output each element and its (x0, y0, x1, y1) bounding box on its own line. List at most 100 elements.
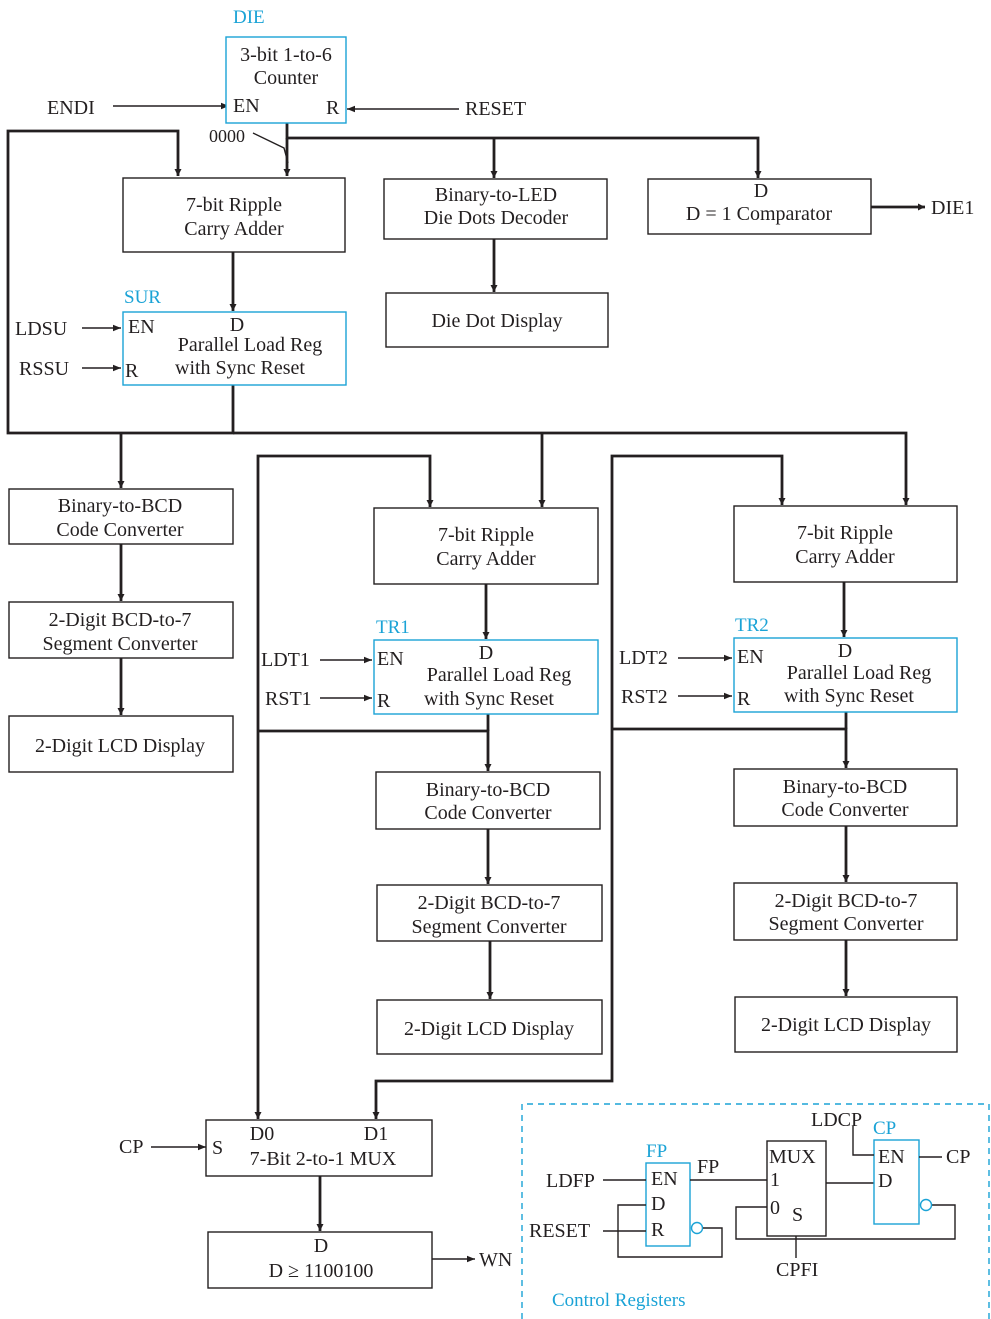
mux-s-pin: S (212, 1137, 223, 1159)
fp-register-box (645, 1162, 691, 1247)
tr1-bcd-line1: Binary-to-BCD (426, 779, 550, 801)
die-tag: DIE (233, 7, 265, 28)
die-r-pin: R (326, 97, 340, 119)
tr2-feedback-wire (610, 454, 786, 729)
fp-d-pin: D (651, 1193, 665, 1215)
left-lcd-display-box (8, 715, 234, 773)
tr2-lcd-display-box (734, 996, 958, 1053)
control-mux-0: 0 (770, 1197, 780, 1219)
sur-line1: Parallel Load Reg (178, 334, 322, 356)
tr2-d-pin: D (838, 640, 852, 662)
cp-tag: CP (873, 1118, 896, 1139)
ldcp-label: LDCP (811, 1109, 862, 1131)
ldcp-wire (852, 1126, 874, 1156)
die-dot-display-label: Die Dot Display (431, 310, 562, 332)
rst2-label: RST2 (621, 686, 668, 708)
tr2-r-pin: R (737, 688, 751, 710)
tr2-lcd-label: 2-Digit LCD Display (761, 1014, 931, 1036)
tr2-adder-line2: Carry Adder (795, 546, 895, 568)
mux-line: 7-Bit 2-to-1 MUX (250, 1148, 397, 1170)
cp-en-pin: EN (878, 1146, 905, 1168)
led-decoder-line2: Die Dots Decoder (424, 207, 569, 229)
ldt2-label: LDT2 (619, 647, 668, 669)
left-bcd-line2: Code Converter (56, 519, 184, 541)
tr2-register-box (733, 637, 958, 713)
left-bcd-line1: Binary-to-BCD (58, 495, 182, 517)
tr1-tag: TR1 (376, 617, 410, 638)
cp-register-box (873, 1139, 920, 1225)
comparator1-line: D = 1 Comparator (686, 203, 833, 225)
sur-adder-line2: Carry Adder (184, 218, 284, 240)
control-registers-group: Control Registers FP EN D R LDFP RESET F… (521, 1103, 990, 1319)
die1-label: DIE1 (931, 197, 974, 219)
led-decoder-box (383, 178, 608, 240)
tr1-reg-line1: Parallel Load Reg (427, 664, 571, 686)
ldfp-label: LDFP (546, 1170, 595, 1192)
cp-inverted-output (919, 1198, 933, 1212)
sur-line2: with Sync Reset (175, 357, 305, 379)
tr2-adder-box (733, 505, 958, 583)
die-counter-box (225, 36, 347, 124)
tr1-register-box (373, 639, 599, 715)
fp-tag: FP (646, 1141, 667, 1162)
control-mux-1: 1 (770, 1169, 780, 1191)
sur-adder-box (122, 177, 346, 253)
tr1-seg-converter-box (376, 884, 603, 942)
comparator2-line: D ≥ 1100100 (269, 1260, 374, 1282)
mux-d0-pin: D0 (250, 1123, 274, 1145)
led-decoder-line1: Binary-to-LED (435, 184, 557, 206)
comparator2-box (207, 1231, 433, 1289)
tr1-d-pin: D (479, 642, 493, 664)
endi-label: ENDI (47, 97, 95, 119)
control-reset-label: RESET (529, 1220, 590, 1242)
tr1-reg-line2: with Sync Reset (424, 688, 554, 710)
left-seg-line2: Segment Converter (43, 633, 198, 655)
tr1-bcd-line2: Code Converter (424, 802, 552, 824)
left-seg-converter-box (8, 601, 234, 659)
sur-adder-line1: 7-bit Ripple (186, 194, 282, 216)
sur-en-pin: EN (128, 316, 155, 338)
sur-tag: SUR (124, 287, 161, 308)
comparator1-d: D (754, 180, 768, 202)
mux-box (205, 1119, 433, 1177)
tr2-adder-line1: 7-bit Ripple (797, 522, 893, 544)
ldt1-label: LDT1 (261, 649, 310, 671)
control-registers-title: Control Registers (552, 1290, 686, 1311)
fp-en-pin: EN (651, 1168, 678, 1190)
tr2-bcd-converter-box (733, 768, 958, 827)
tr2-en-pin: EN (737, 646, 764, 668)
tr1-bcd-converter-box (375, 771, 601, 830)
sur-feedback-wire (6, 129, 235, 435)
tr2-bcd-line2: Code Converter (781, 799, 909, 821)
die-en-pin: EN (233, 95, 260, 117)
wn-label: WN (479, 1249, 512, 1271)
tr1-lcd-display-box (376, 999, 603, 1055)
die-line1: 3-bit 1-to-6 (240, 44, 332, 66)
tr1-en-pin: EN (377, 648, 404, 670)
tr2-reg-line1: Parallel Load Reg (787, 662, 931, 684)
rssu-label: RSSU (19, 358, 70, 380)
comparator1-box (647, 178, 872, 235)
rst1-label: RST1 (265, 688, 312, 710)
tr1-seg-line2: Segment Converter (412, 916, 567, 938)
tr1-adder-box (373, 507, 599, 585)
zeros-label: 0000 (209, 126, 245, 146)
reset-label: RESET (465, 98, 526, 120)
mux-d1-pin: D1 (364, 1123, 388, 1145)
control-mux-s: S (792, 1204, 803, 1226)
tr2-seg-converter-box (733, 882, 958, 941)
sur-d-pin: D (230, 314, 244, 336)
ldsu-label: LDSU (15, 318, 68, 340)
tr2-to-mux-wire (372, 729, 614, 1119)
fp-feedback-wire (617, 1204, 723, 1258)
tr1-lcd-label: 2-Digit LCD Display (404, 1018, 574, 1040)
die-dot-display-box (385, 292, 609, 348)
left-bcd-converter-box (8, 488, 234, 545)
left-seg-line1: 2-Digit BCD-to-7 (49, 609, 192, 631)
control-mux-title: MUX (769, 1146, 816, 1168)
tr1-r-pin: R (377, 690, 391, 712)
die-line2: Counter (254, 67, 319, 89)
tr2-bcd-line1: Binary-to-BCD (783, 776, 907, 798)
die-output-wire (285, 123, 762, 178)
